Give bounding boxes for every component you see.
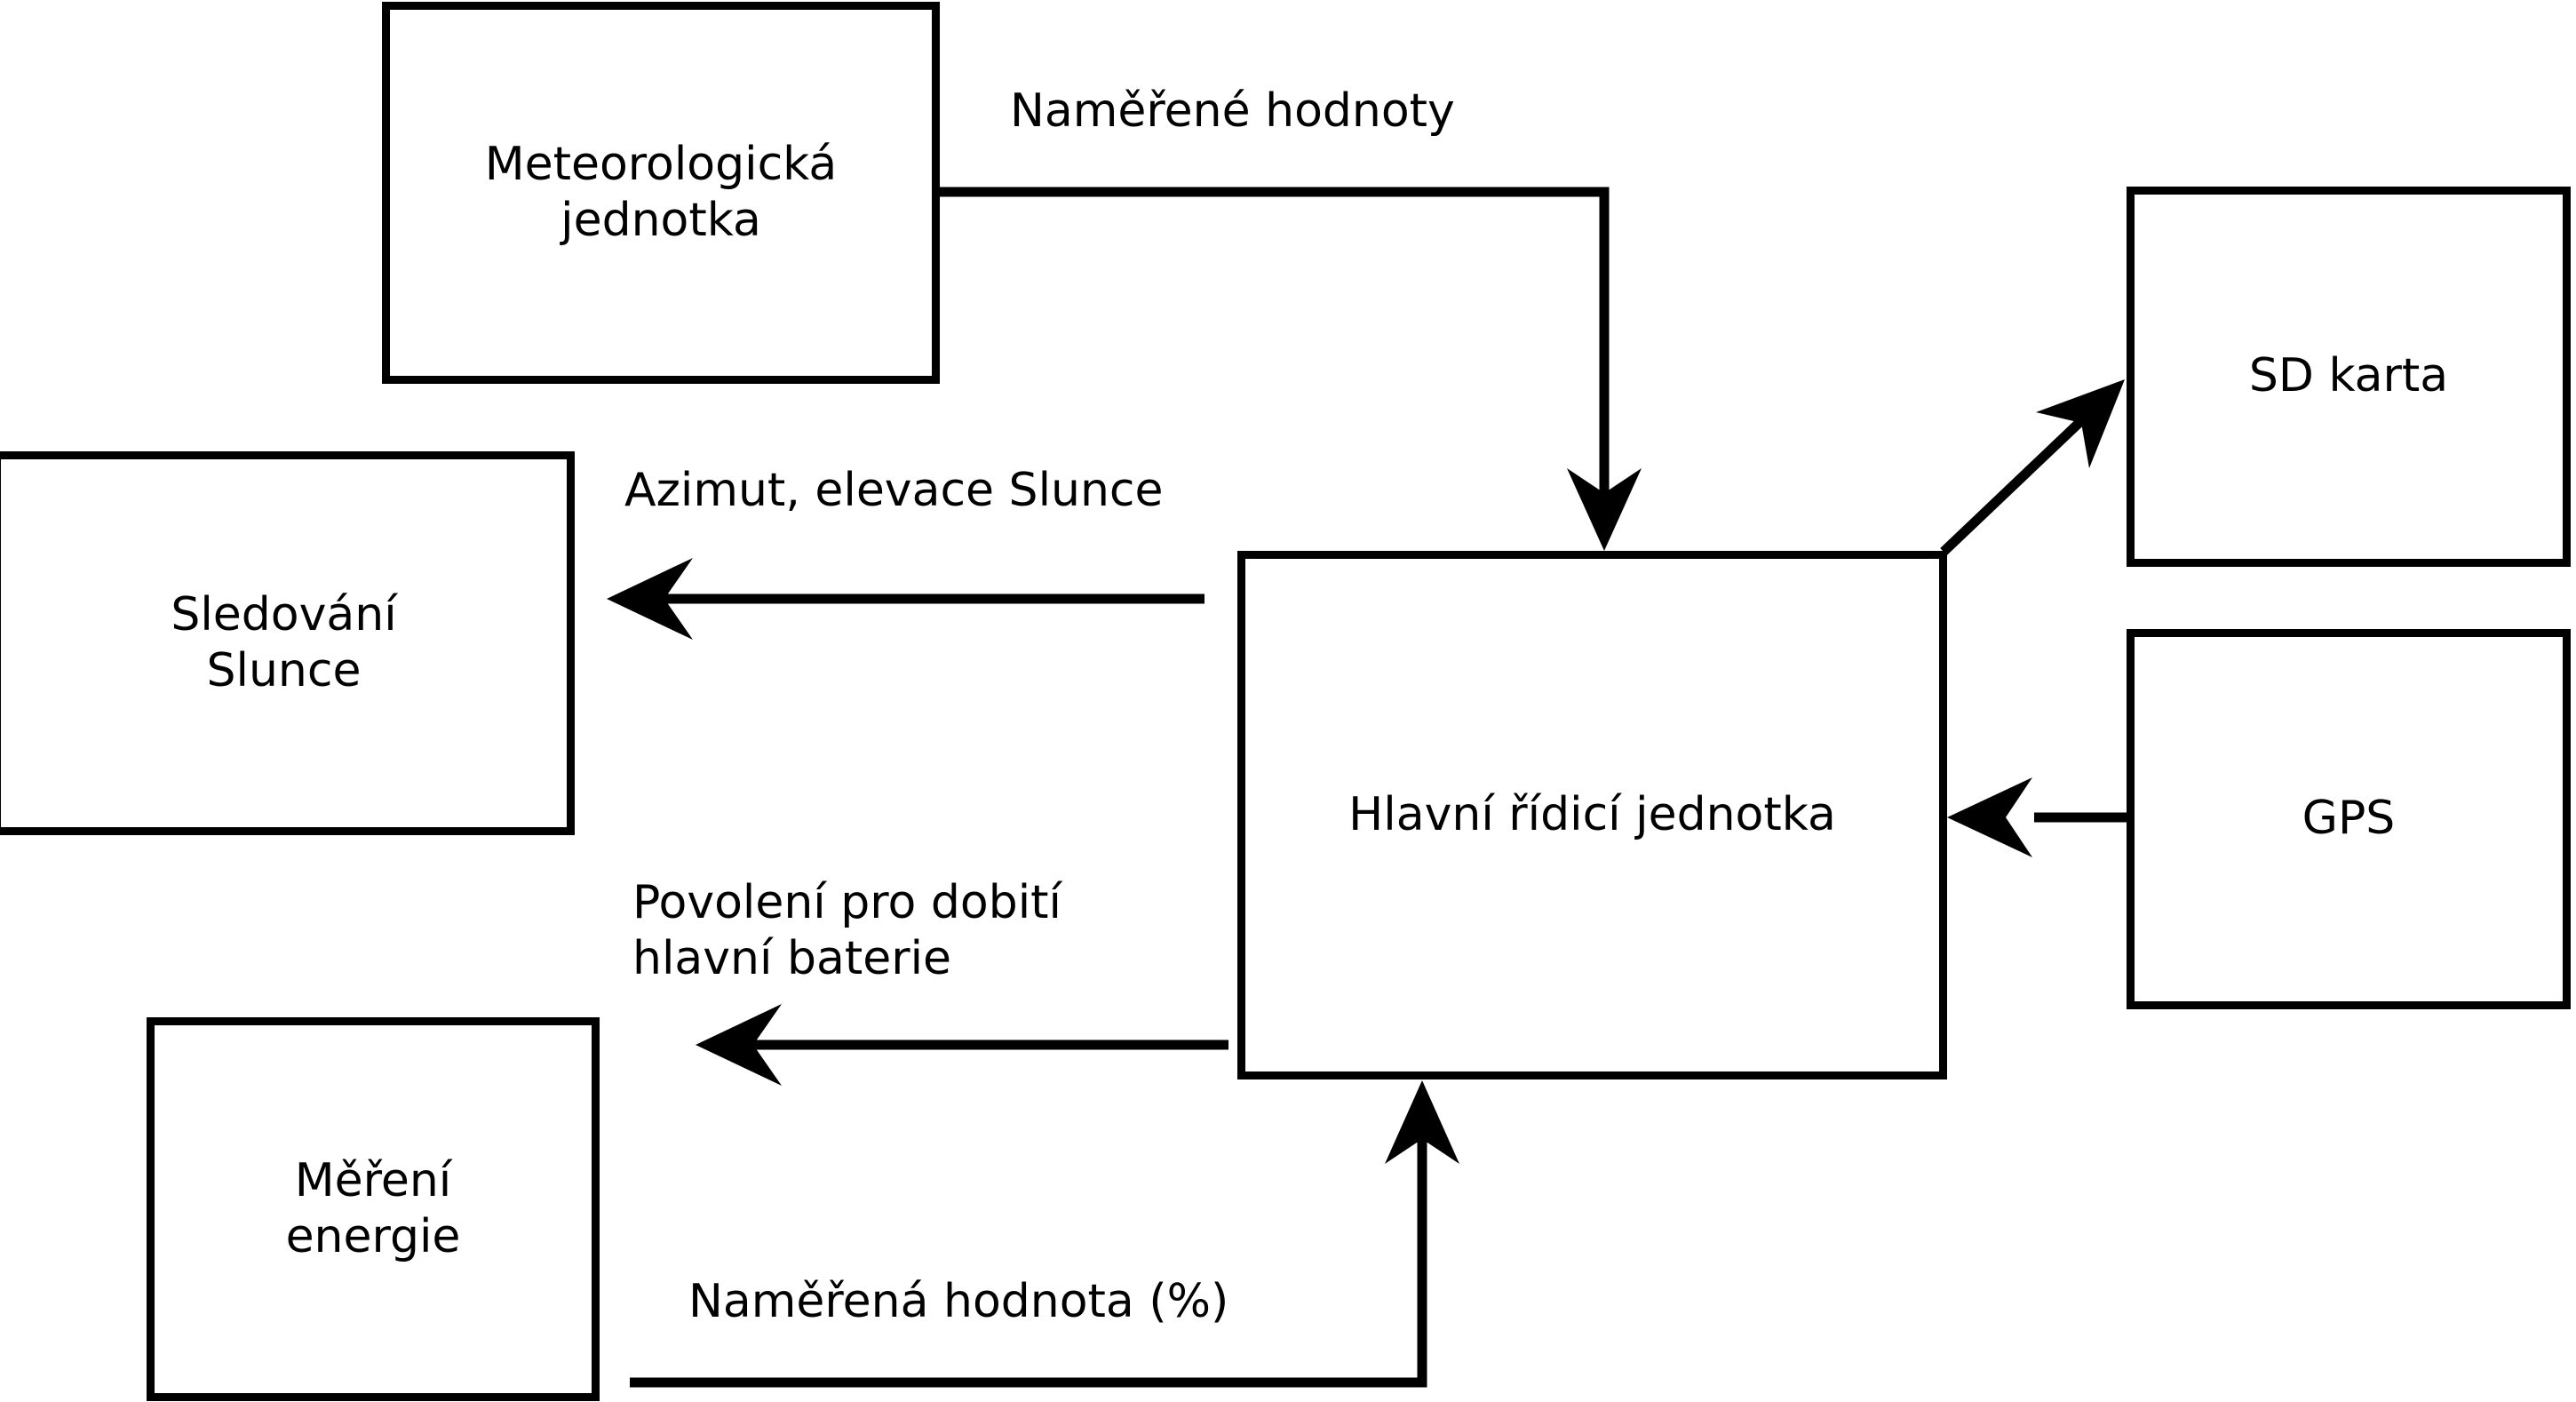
connector-hlavni-to-sdkarta (1940, 379, 2125, 555)
node-label: Meteorologická jednotka (484, 137, 838, 247)
edge-label-namerene-hodnoty: Naměřené hodnoty (1010, 84, 1455, 138)
node-label: Sledování Slunce (171, 587, 397, 697)
node-gps[interactable]: GPS (2127, 629, 2571, 1009)
node-mereni-energie[interactable]: Měření energie (147, 1017, 600, 1401)
connector-mereni-to-hlavni (630, 1080, 1459, 1388)
node-label: SD karta (2248, 349, 2449, 403)
node-label: Hlavní řídicí jednotka (1348, 787, 1836, 841)
node-meteorologicka-jednotka[interactable]: Meteorologická jednotka (382, 2, 940, 384)
connector-gps-to-hlavni (1947, 777, 2127, 857)
connector-meteo-to-hlavni (940, 187, 1642, 551)
node-label: Měření energie (285, 1153, 461, 1263)
node-sledovani-slunce[interactable]: Sledování Slunce (0, 451, 575, 835)
edge-label-azimut-elevace-slunce: Azimut, elevace Slunce (624, 464, 1164, 517)
node-label: GPS (2302, 792, 2396, 846)
node-sd-karta[interactable]: SD karta (2127, 187, 2571, 567)
edge-label-povoleni-pro-dobiti-hlavni-baterie: Povolení pro dobití hlavní baterie (632, 876, 1061, 986)
connector-hlavni-to-mereni (696, 1004, 1228, 1086)
connector-hlavni-to-sledovani (607, 558, 1205, 640)
edge-label-namerena-hodnota-procenta: Naměřená hodnota (%) (688, 1275, 1229, 1328)
node-hlavni-ridici-jednotka[interactable]: Hlavní řídicí jednotka (1237, 551, 1947, 1079)
